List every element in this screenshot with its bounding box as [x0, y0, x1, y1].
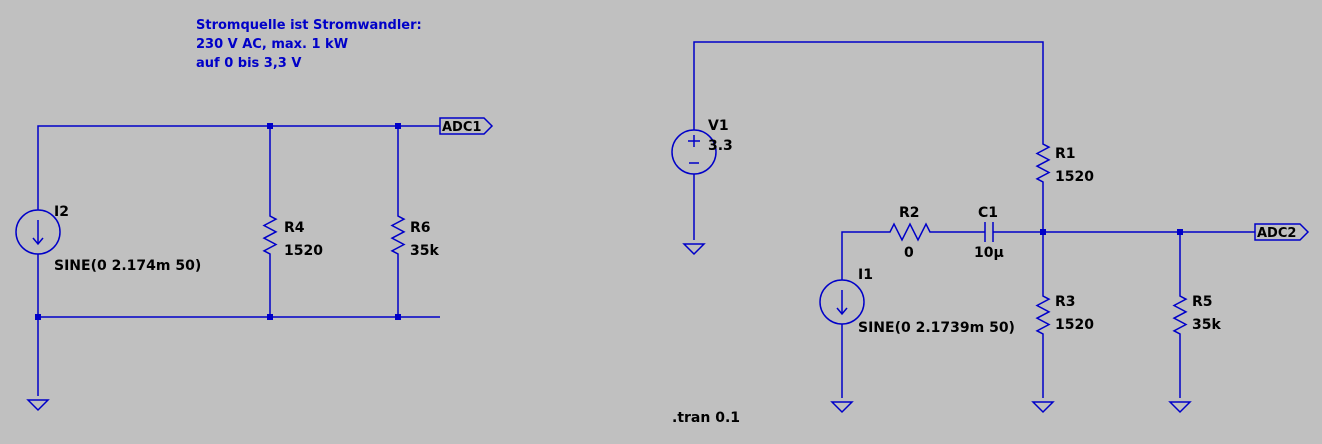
r2-name: R2 — [899, 205, 920, 221]
resistor-icon[interactable] — [390, 208, 406, 262]
i2-value: SINE(0 2.174m 50) — [54, 258, 201, 274]
r6-name: R6 — [410, 220, 431, 236]
r3-value: 1520 — [1055, 317, 1094, 333]
junction-dot — [1177, 229, 1183, 235]
current-source-icon[interactable] — [819, 279, 865, 325]
r1-value: 1520 — [1055, 169, 1094, 185]
wire-i1-to-r2[interactable] — [841, 231, 880, 280]
r5-value: 35k — [1192, 317, 1221, 333]
resistor-icon[interactable] — [880, 222, 938, 242]
ground-icon[interactable] — [1031, 401, 1055, 414]
note-line-1: Stromquelle ist Stromwandler: — [196, 18, 422, 33]
voltage-source-icon[interactable] — [671, 129, 717, 175]
resistor-icon[interactable] — [262, 208, 278, 262]
net-flag-adc2-label: ADC2 — [1257, 226, 1296, 241]
r1-name: R1 — [1055, 146, 1076, 162]
r6-value: 35k — [410, 243, 439, 259]
i1-value: SINE(0 2.1739m 50) — [858, 320, 1015, 336]
note-line-2: 230 V AC, max. 1 kW — [196, 37, 348, 52]
resistor-icon[interactable] — [1172, 288, 1188, 342]
wire-v1-to-r1[interactable] — [693, 41, 1044, 136]
c1-value: 10µ — [974, 245, 1004, 261]
junction-dot — [395, 123, 401, 129]
c1-name: C1 — [978, 205, 998, 221]
left-circuit: ADC1 I2 SINE(0 2.174m 50) R4 1520 R6 35k — [15, 117, 494, 412]
right-circuit: ADC2 V1 3.3 R1 1520 R2 0 C1 10µ — [671, 41, 1310, 414]
r3-name: R3 — [1055, 294, 1076, 310]
r5-name: R5 — [1192, 294, 1213, 310]
current-source-icon[interactable] — [15, 209, 61, 255]
capacitor-icon[interactable] — [984, 222, 994, 242]
junction-dot — [267, 123, 273, 129]
ground-icon[interactable] — [26, 399, 50, 412]
v1-value: 3.3 — [708, 138, 733, 154]
note-line-3: auf 0 bis 3,3 V — [196, 56, 301, 71]
i1-name: I1 — [858, 267, 873, 283]
net-flag-adc1-label: ADC1 — [442, 120, 481, 135]
i2-name: I2 — [54, 204, 69, 220]
ground-icon[interactable] — [682, 243, 706, 256]
junction-dot — [35, 314, 41, 320]
r4-name: R4 — [284, 220, 305, 236]
v1-name: V1 — [708, 118, 729, 134]
r2-value: 0 — [904, 245, 914, 261]
net-flag-adc1[interactable]: ADC1 — [439, 117, 494, 135]
resistor-icon[interactable] — [1035, 288, 1051, 342]
ground-icon[interactable] — [1168, 401, 1192, 414]
r4-value: 1520 — [284, 243, 323, 259]
resistor-icon[interactable] — [1035, 136, 1051, 190]
wire-top-left[interactable] — [37, 125, 440, 210]
ground-icon[interactable] — [830, 401, 854, 414]
net-flag-adc2[interactable]: ADC2 — [1254, 223, 1310, 241]
junction-dot — [1040, 229, 1046, 235]
junction-dot — [267, 314, 273, 320]
junction-dot — [395, 314, 401, 320]
spice-directive[interactable]: .tran 0.1 — [672, 410, 740, 426]
